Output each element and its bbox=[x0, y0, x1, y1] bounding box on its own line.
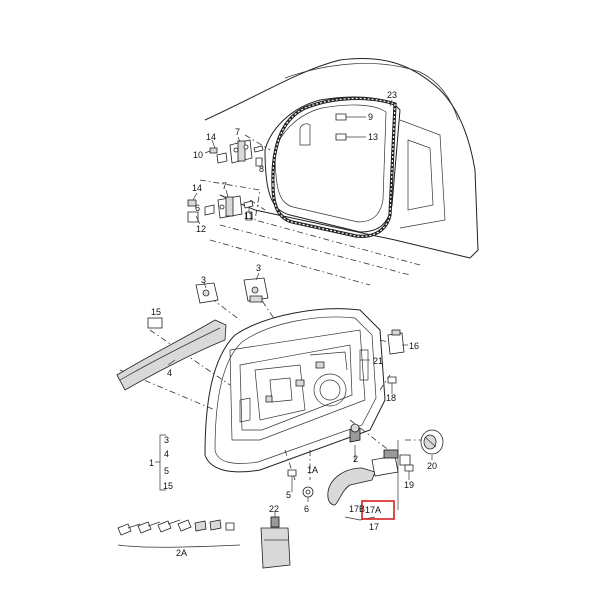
label-18: 18 bbox=[386, 393, 396, 403]
group-label-5: 5 bbox=[164, 466, 169, 476]
bracket-16 bbox=[387, 329, 405, 355]
bolts-9-13 bbox=[335, 113, 356, 141]
group-label-15: 15 bbox=[163, 481, 173, 491]
screws-2A bbox=[117, 519, 241, 548]
label-11: 11 bbox=[244, 211, 253, 221]
label-19: 19 bbox=[404, 480, 414, 490]
door-check-brackets-3 bbox=[195, 277, 269, 304]
label-7-lower: 7 bbox=[222, 181, 227, 191]
bolt-18 bbox=[387, 376, 397, 390]
trim-strip-4 bbox=[116, 317, 227, 391]
plug bbox=[349, 423, 361, 443]
label-20: 20 bbox=[427, 461, 437, 471]
label-2A: 2A bbox=[176, 548, 187, 558]
label-21: 21 bbox=[373, 356, 383, 366]
label-9: 9 bbox=[368, 112, 373, 122]
door-seal-23 bbox=[271, 96, 397, 238]
washer-5 bbox=[302, 486, 314, 498]
label-1A: 1A bbox=[307, 465, 318, 475]
label-10: 10 bbox=[193, 150, 203, 160]
highlight-box-17A bbox=[361, 500, 395, 520]
label-6: 6 bbox=[195, 203, 200, 213]
label-12: 12 bbox=[196, 224, 206, 234]
lock-cylinder-20 bbox=[420, 429, 444, 455]
bolt-2 bbox=[287, 469, 297, 488]
label-15: 15 bbox=[151, 307, 161, 317]
label-22: 22 bbox=[269, 504, 279, 514]
label-3-right: 3 bbox=[256, 263, 261, 273]
upper-hinge-7 bbox=[209, 139, 264, 167]
lower-hinge-7 bbox=[187, 195, 254, 223]
label-17B: 17B bbox=[349, 504, 365, 514]
label-17A: 17A bbox=[365, 505, 381, 515]
door-shell bbox=[204, 308, 386, 473]
group-label-3: 3 bbox=[164, 435, 169, 445]
label-2: 2 bbox=[353, 454, 358, 464]
group-label-4: 4 bbox=[164, 449, 169, 459]
label-16: 16 bbox=[409, 341, 419, 351]
label-8: 8 bbox=[259, 164, 264, 174]
label-14: 14 bbox=[206, 132, 216, 142]
label-14-lower: 14 bbox=[192, 183, 202, 193]
leader-lines bbox=[155, 99, 433, 521]
label-7: 7 bbox=[235, 127, 240, 137]
group-label-1: 1 bbox=[149, 458, 154, 468]
label-13: 13 bbox=[368, 132, 378, 142]
label-4: 4 bbox=[167, 368, 172, 378]
label-23: 23 bbox=[387, 90, 397, 100]
door-handle-17 bbox=[327, 440, 411, 510]
sealant-bottle-22 bbox=[260, 516, 291, 569]
label-17: 17 bbox=[369, 522, 379, 532]
label-5: 5 bbox=[286, 490, 291, 500]
label-3-left: 3 bbox=[201, 275, 206, 285]
label-6-lower: 6 bbox=[304, 504, 309, 514]
part-labels: 23 9 13 14 7 8 10 14 7 6 11 12 3 3 15 4 … bbox=[149, 90, 437, 558]
bolt-19 bbox=[404, 464, 414, 478]
